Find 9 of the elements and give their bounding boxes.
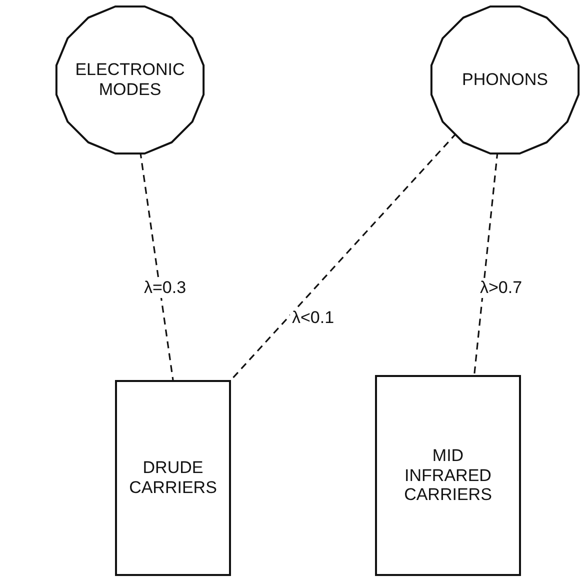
carrier-box xyxy=(115,380,231,576)
edge-label: λ=0.3 xyxy=(142,278,188,298)
edge-label: λ>0.7 xyxy=(478,278,524,298)
node-label: PHONONS xyxy=(461,70,549,90)
carrier-box xyxy=(375,375,521,576)
node-label: ELECTRONIC MODES xyxy=(74,60,186,100)
dashed-connector xyxy=(230,132,458,381)
node-label: MID INFRARED CARRIERS xyxy=(403,446,493,505)
node-label: DRUDE CARRIERS xyxy=(128,458,218,498)
